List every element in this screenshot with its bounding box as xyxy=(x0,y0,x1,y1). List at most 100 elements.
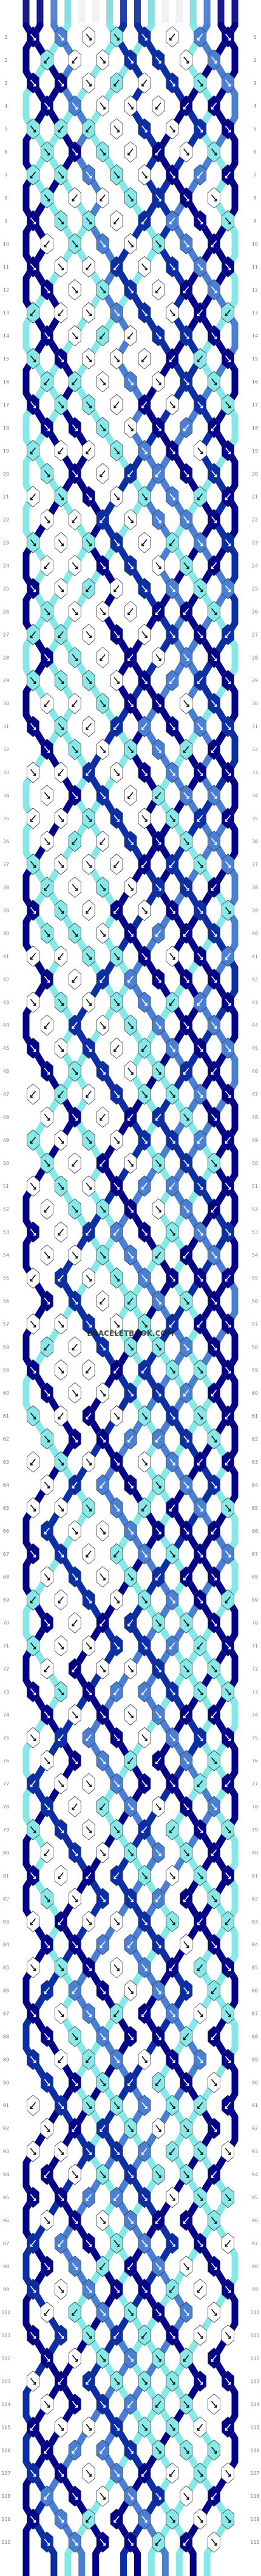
knot-arrowhead xyxy=(225,1141,228,1144)
knot-arrow xyxy=(114,631,120,638)
knot-arrowhead xyxy=(144,819,147,822)
knot-arrowhead xyxy=(103,1439,106,1442)
knot-arrowhead xyxy=(61,38,64,41)
knot-arrowhead xyxy=(225,819,228,822)
knot-arrow xyxy=(169,1320,175,1327)
knot-arrow xyxy=(183,608,189,615)
knot-arrow xyxy=(58,815,64,822)
knot-arrow xyxy=(114,1183,120,1190)
knot-arrow xyxy=(211,746,217,753)
knot-arrowhead xyxy=(144,1324,147,1328)
knot-arrowhead xyxy=(200,451,203,454)
knot-arrow xyxy=(141,1229,147,1236)
knot-arrowhead xyxy=(72,842,75,845)
knot-arrowhead xyxy=(200,1279,203,1282)
knot-arrowhead xyxy=(130,1210,134,1213)
knot-arrow xyxy=(30,1044,36,1052)
knot-arrow xyxy=(44,516,50,523)
knot-arrow xyxy=(58,33,64,41)
knot-arrow xyxy=(30,723,36,730)
knot-arrow xyxy=(183,56,189,64)
knot-arrow xyxy=(155,1252,161,1259)
knot-arrowhead xyxy=(72,704,75,707)
knot-arrowhead xyxy=(130,566,134,569)
knot-arrowhead xyxy=(33,405,36,408)
knot-arrow xyxy=(86,355,92,362)
knot-arrowhead xyxy=(89,1279,92,1282)
knot-arrow xyxy=(225,815,231,822)
knot-arrow xyxy=(127,838,134,845)
knot-arrowhead xyxy=(100,336,103,339)
knot-arrowhead xyxy=(33,267,36,271)
knot-arrow xyxy=(183,1114,189,1121)
knot-arrow xyxy=(72,1206,78,1213)
knot-arrow xyxy=(127,516,134,523)
knot-arrowhead xyxy=(186,153,189,156)
knot-arrowhead xyxy=(75,1393,78,1397)
knot-arrow xyxy=(141,861,147,868)
knot-arrow xyxy=(155,884,161,891)
knot-arrowhead xyxy=(103,888,106,891)
knot-arrowhead xyxy=(100,520,103,523)
knot-arrow xyxy=(86,631,92,638)
knot-arrowhead xyxy=(127,612,130,616)
knot-arrowhead xyxy=(117,451,120,454)
knot-arrowhead xyxy=(186,888,189,891)
knot-arrowhead xyxy=(200,405,203,408)
knot-arrowhead xyxy=(144,451,147,454)
knot-arrowhead xyxy=(186,796,189,799)
knot-arrowhead xyxy=(144,267,147,271)
knot-arrow xyxy=(211,700,217,707)
knot-arrow xyxy=(225,1275,231,1282)
knot-arrowhead xyxy=(75,1301,78,1305)
knot-arrowhead xyxy=(214,934,217,937)
knot-arrow xyxy=(225,952,231,960)
knot-arrow xyxy=(114,1320,120,1327)
knot-arrow xyxy=(44,1389,50,1396)
knot-arrowhead xyxy=(214,382,217,385)
knot-arrow xyxy=(58,355,64,362)
knot-arrowhead xyxy=(117,1141,120,1144)
knot-arrowhead xyxy=(114,405,117,408)
knot-arrowhead xyxy=(100,1301,103,1305)
knot-arrow xyxy=(100,792,106,799)
knot-arrow xyxy=(30,1137,36,1144)
knot-arrowhead xyxy=(58,1095,61,1098)
knot-arrow xyxy=(44,929,50,937)
knot-arrow xyxy=(183,1343,189,1350)
knot-arrowhead xyxy=(89,176,92,179)
knot-arrow xyxy=(30,539,36,546)
knot-arrowhead xyxy=(144,1141,147,1144)
knot-arrowhead xyxy=(228,1003,231,1006)
knot-arrow xyxy=(211,194,217,202)
knot-arrow xyxy=(100,746,106,753)
knot-arrowhead xyxy=(86,911,89,914)
knot-arrow xyxy=(30,998,36,1006)
knot-arrow xyxy=(225,79,231,87)
knot-arrow xyxy=(197,33,203,41)
knot-arrowhead xyxy=(141,543,144,546)
knot-arrowhead xyxy=(211,244,214,248)
knot-arrowhead xyxy=(141,1049,144,1052)
knot-arrowhead xyxy=(89,313,92,317)
knot-arrow xyxy=(141,907,147,914)
knot-arrow xyxy=(44,792,50,799)
knot-arrowhead xyxy=(186,382,189,385)
knot-arrowhead xyxy=(47,796,50,799)
knot-arrowhead xyxy=(33,543,36,546)
knot-arrow xyxy=(58,1137,64,1144)
knot-arrowhead xyxy=(75,1072,78,1075)
knot-arrow xyxy=(30,309,36,316)
knot-arrowhead xyxy=(144,635,147,639)
knot-arrowhead xyxy=(61,359,64,362)
knot-arrowhead xyxy=(228,911,231,914)
knot-arrowhead xyxy=(141,1187,144,1190)
knot-arrow xyxy=(197,125,203,133)
knot-arrow xyxy=(86,815,92,822)
knot-arrowhead xyxy=(144,38,147,41)
knot-arrowhead xyxy=(200,1187,203,1190)
knot-arrowhead xyxy=(141,221,144,225)
knot-arrow xyxy=(155,1160,161,1167)
knot-arrowhead xyxy=(61,543,64,546)
knot-arrowhead xyxy=(86,1416,89,1419)
